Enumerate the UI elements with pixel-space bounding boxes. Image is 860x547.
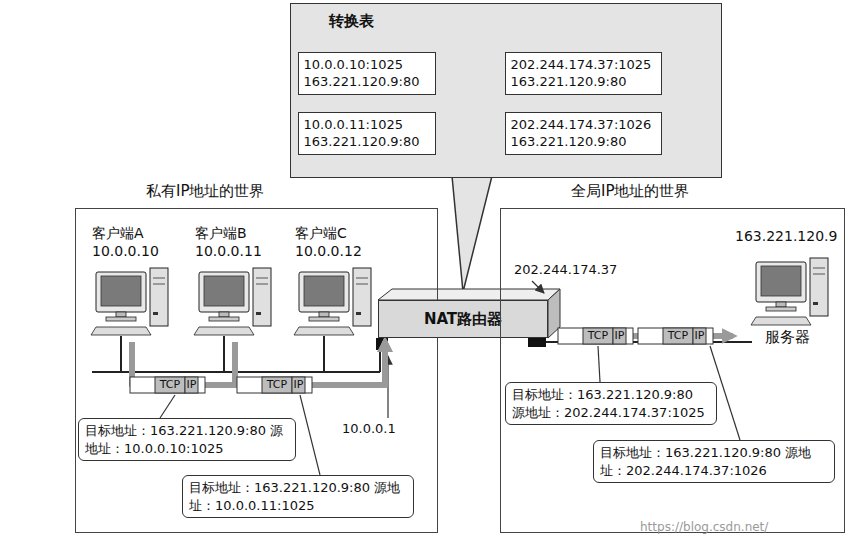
node-text: 目标地址：163.221.120.9:80 源地址：202.244.174.37… [512,386,710,421]
table-entry: 202.244.174.37:1025 163.221.120.9:80 [505,52,662,95]
node-text: 客户端A [92,224,172,242]
server-computer [751,258,828,325]
table-panel: 转换表 10.0.0.10:1025 163.221.120.9:80 202.24… [290,3,722,178]
watermark: https://blog.csdn.net/ [640,520,768,534]
node-text: 目标地址：163.221.120.9:80 源地址：10.0.0.10:1025 [85,422,289,457]
node-text: 客户端B [195,224,275,242]
heading-text: 私有IP地址的世界 [144,182,266,201]
packet-ip: IP [613,328,626,344]
network-region: 全局IP地址的世界163.221.120.9服务器目标地址：163.221.12… [500,208,845,533]
packet-tcp: TCP [155,377,185,393]
packet-ip: IP [693,328,706,344]
node-text: 10.0.0.12 [295,242,375,260]
address-box: 目标地址：163.221.120.9:80 源地址：202.244.174.37… [505,382,717,425]
address-box: 目标地址：163.221.120.9:80 源地址：10.0.0.11:1025 [182,475,414,518]
node-text: 10.0.0.11 [195,242,275,260]
interface-address: 202.244.174.37 [512,262,619,277]
client-host: 客户端A10.0.0.10 [92,224,172,342]
callout-tail [452,176,492,292]
node-text: 目标地址：163.221.120.9:80 源地址：202.244.174.37… [600,444,828,479]
packet-tcp: TCP [262,377,292,393]
node-text: 10.0.0.10 [92,242,172,260]
node-text: 客户端C [295,224,375,242]
node-text: NAT路由器 [424,310,502,329]
node-text: 163.221.120.9 [735,228,843,244]
packet-tcp: TCP [583,328,613,344]
node-text: 202.244.174.37:1026 163.221.120.9:80 [511,116,656,151]
node-text: 10.0.0.11:1025 163.221.120.9:80 [304,116,430,151]
node-text: 服务器 [765,328,810,347]
client-computer [294,268,371,335]
network-region: 私有IP地址的世界客户端A10.0.0.10客户端B10.0.0.11客户端C1… [75,208,438,533]
node-text: 10.0.0.10:1025 163.221.120.9:80 [304,56,430,91]
table-entry: 10.0.0.10:1025 163.221.120.9:80 [298,52,436,95]
router-top [378,289,560,300]
router-port [528,338,546,347]
packet-ip: IP [292,377,305,393]
table-entry: 202.244.174.37:1026 163.221.120.9:80 [505,112,662,155]
node-text: 目标地址：163.221.120.9:80 源地址：10.0.0.11:1025 [189,479,407,514]
client-host: 客户端B10.0.0.11 [195,224,275,342]
address-box: 目标地址：163.221.120.9:80 源地址：202.244.174.37… [593,440,835,483]
client-host: 客户端C10.0.0.12 [295,224,375,342]
packet-tcp: TCP [663,328,693,344]
client-computer [194,268,271,335]
heading-text: 转换表 [329,12,374,31]
nat-router: NAT路由器 [378,300,548,338]
server-host: 163.221.120.9 服务器 [735,228,843,352]
address-box: 目标地址：163.221.120.9:80 源地址：10.0.0.10:1025 [78,418,296,461]
heading-text: 全局IP地址的世界 [569,182,691,201]
table-entry: 10.0.0.11:1025 163.221.120.9:80 [298,112,436,155]
node-text: 202.244.174.37:1025 163.221.120.9:80 [511,56,656,91]
client-computer [91,268,168,335]
interface-address: 10.0.0.1 [340,421,398,436]
packet-ip: IP [185,377,198,393]
